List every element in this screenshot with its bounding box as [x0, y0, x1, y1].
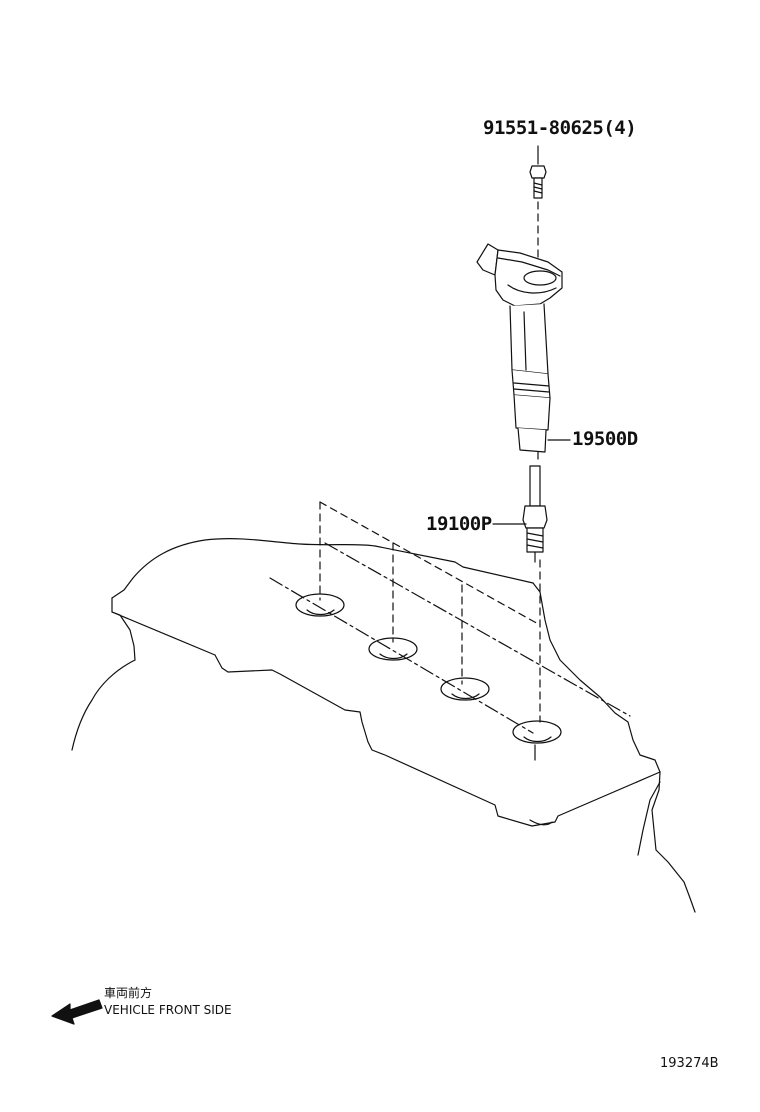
- spark-plug-icon: [492, 465, 548, 563]
- ignition-coil-part-number: 19500D: [572, 428, 638, 450]
- vehicle-front-label-en: VEHICLE FRONT SIDE: [104, 1003, 232, 1017]
- plug-wells: [295, 593, 562, 761]
- spark-plug-part-number: 19100P: [426, 513, 492, 535]
- vehicle-front-label-jp: 車両前方: [104, 986, 153, 1000]
- engine-head-outline: [71, 538, 696, 913]
- diagram-id: 193274B: [660, 1056, 719, 1071]
- direction-arrow-icon: [51, 999, 103, 1025]
- bolt-part-number: 91551-80625(4): [483, 117, 637, 139]
- bolt-icon: [529, 145, 547, 199]
- ignition-coil-icon: [476, 243, 571, 453]
